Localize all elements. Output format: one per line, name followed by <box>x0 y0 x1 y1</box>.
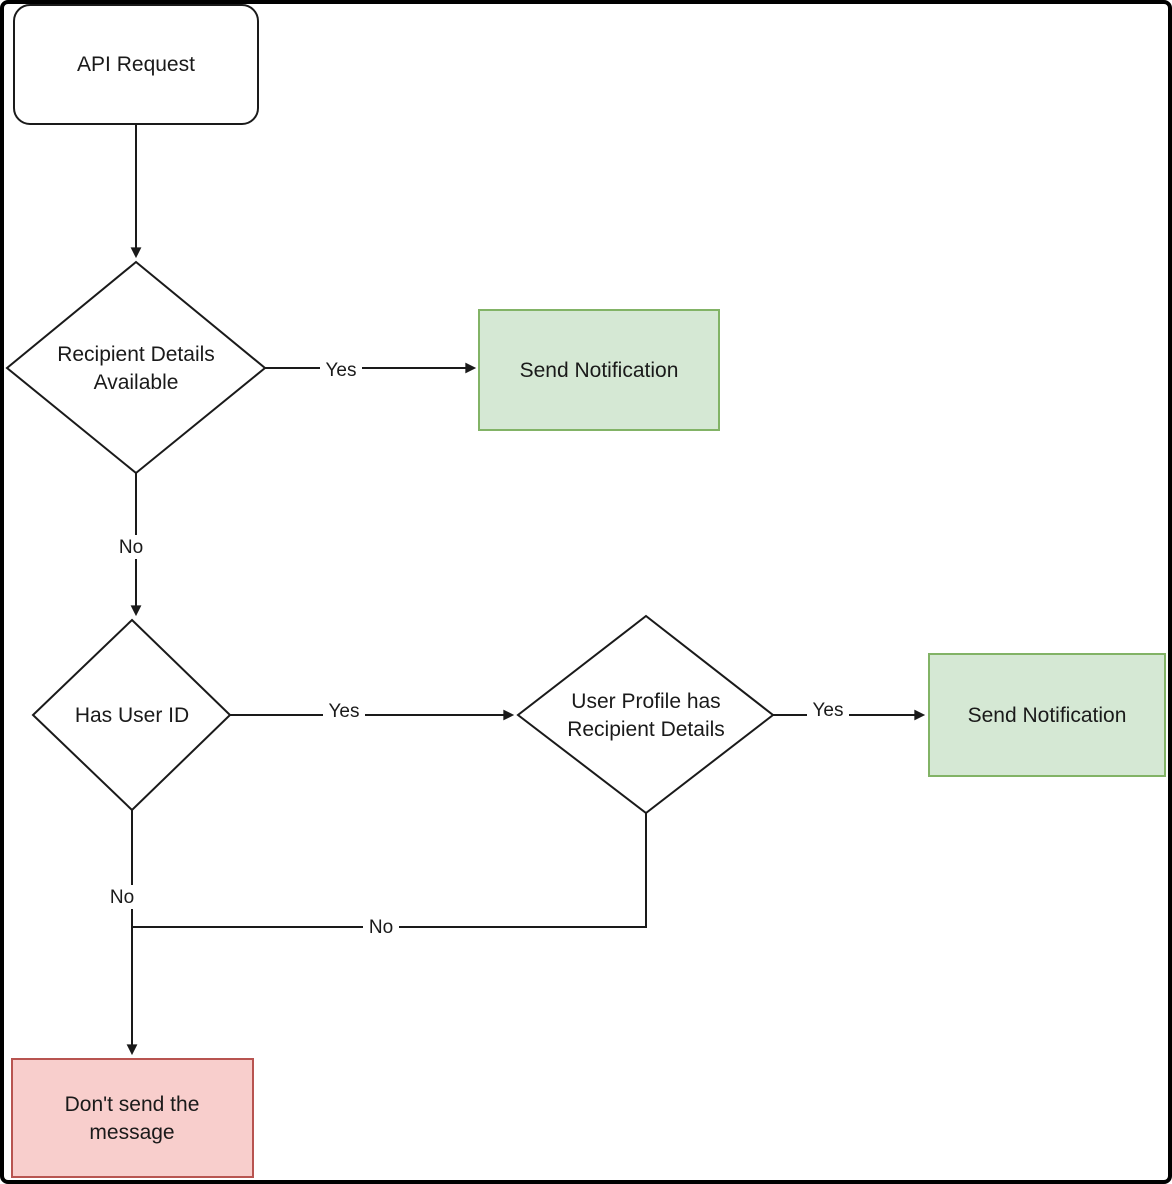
recipient-details-available-label-line1: Recipient Details <box>57 343 215 366</box>
recipient-details-available-shape <box>5 260 267 475</box>
has-user-id-label: Has User ID <box>75 704 189 727</box>
edge-label-recipient-details-yes: Yes <box>320 358 362 382</box>
user-profile-label-line1: User Profile has <box>571 690 720 713</box>
edge-label-has-user-id-no: No <box>104 885 140 909</box>
api-request-shape <box>13 4 259 125</box>
dont-send-message-shape <box>11 1058 254 1178</box>
edge-user-profile-no <box>132 813 647 928</box>
user-profile-has-recipient-details-shape <box>516 614 775 815</box>
edge-label-bg <box>320 358 362 382</box>
edge-label-no-text: No <box>110 887 134 908</box>
node-dont-send-message: Don't send the message <box>11 1058 254 1178</box>
node-has-user-id: Has User ID <box>31 618 232 812</box>
dont-send-message-label-line2: message <box>89 1121 174 1144</box>
edge-label-yes-text: Yes <box>813 700 844 721</box>
recipient-details-available-label-line2: Available <box>94 371 179 394</box>
edge-label-recipient-details-no: No <box>113 535 149 559</box>
edge-label-no-text: No <box>369 917 393 938</box>
edge-label-user-profile-yes: Yes <box>807 698 849 722</box>
edge-label-user-profile-no: No <box>363 915 399 939</box>
edge-label-bg <box>104 885 140 909</box>
send-notification-top-label: Send Notification <box>520 359 679 382</box>
node-send-notification-right: Send Notification <box>928 653 1166 777</box>
node-user-profile-has-recipient-details: User Profile has Recipient Details <box>516 614 775 815</box>
edge-label-no-text: No <box>119 537 143 558</box>
edge-label-bg <box>363 915 399 939</box>
has-user-id-shape <box>31 618 232 812</box>
edge-label-bg <box>807 698 849 722</box>
edge-label-yes-text: Yes <box>329 701 360 722</box>
edge-label-yes-text: Yes <box>326 360 357 381</box>
send-notification-right-shape <box>928 653 1166 777</box>
send-notification-top-shape <box>478 309 720 431</box>
node-recipient-details-available: Recipient Details Available <box>5 260 267 475</box>
user-profile-label-line2: Recipient Details <box>567 718 725 741</box>
node-send-notification-top: Send Notification <box>478 309 720 431</box>
dont-send-message-label-line1: Don't send the <box>65 1093 200 1116</box>
api-request-label: API Request <box>77 53 195 76</box>
node-api-request: API Request <box>13 4 259 125</box>
edge-label-bg <box>323 699 365 723</box>
send-notification-right-label: Send Notification <box>968 704 1127 727</box>
edge-label-has-user-id-yes: Yes <box>323 699 365 723</box>
edge-label-bg <box>113 535 149 559</box>
